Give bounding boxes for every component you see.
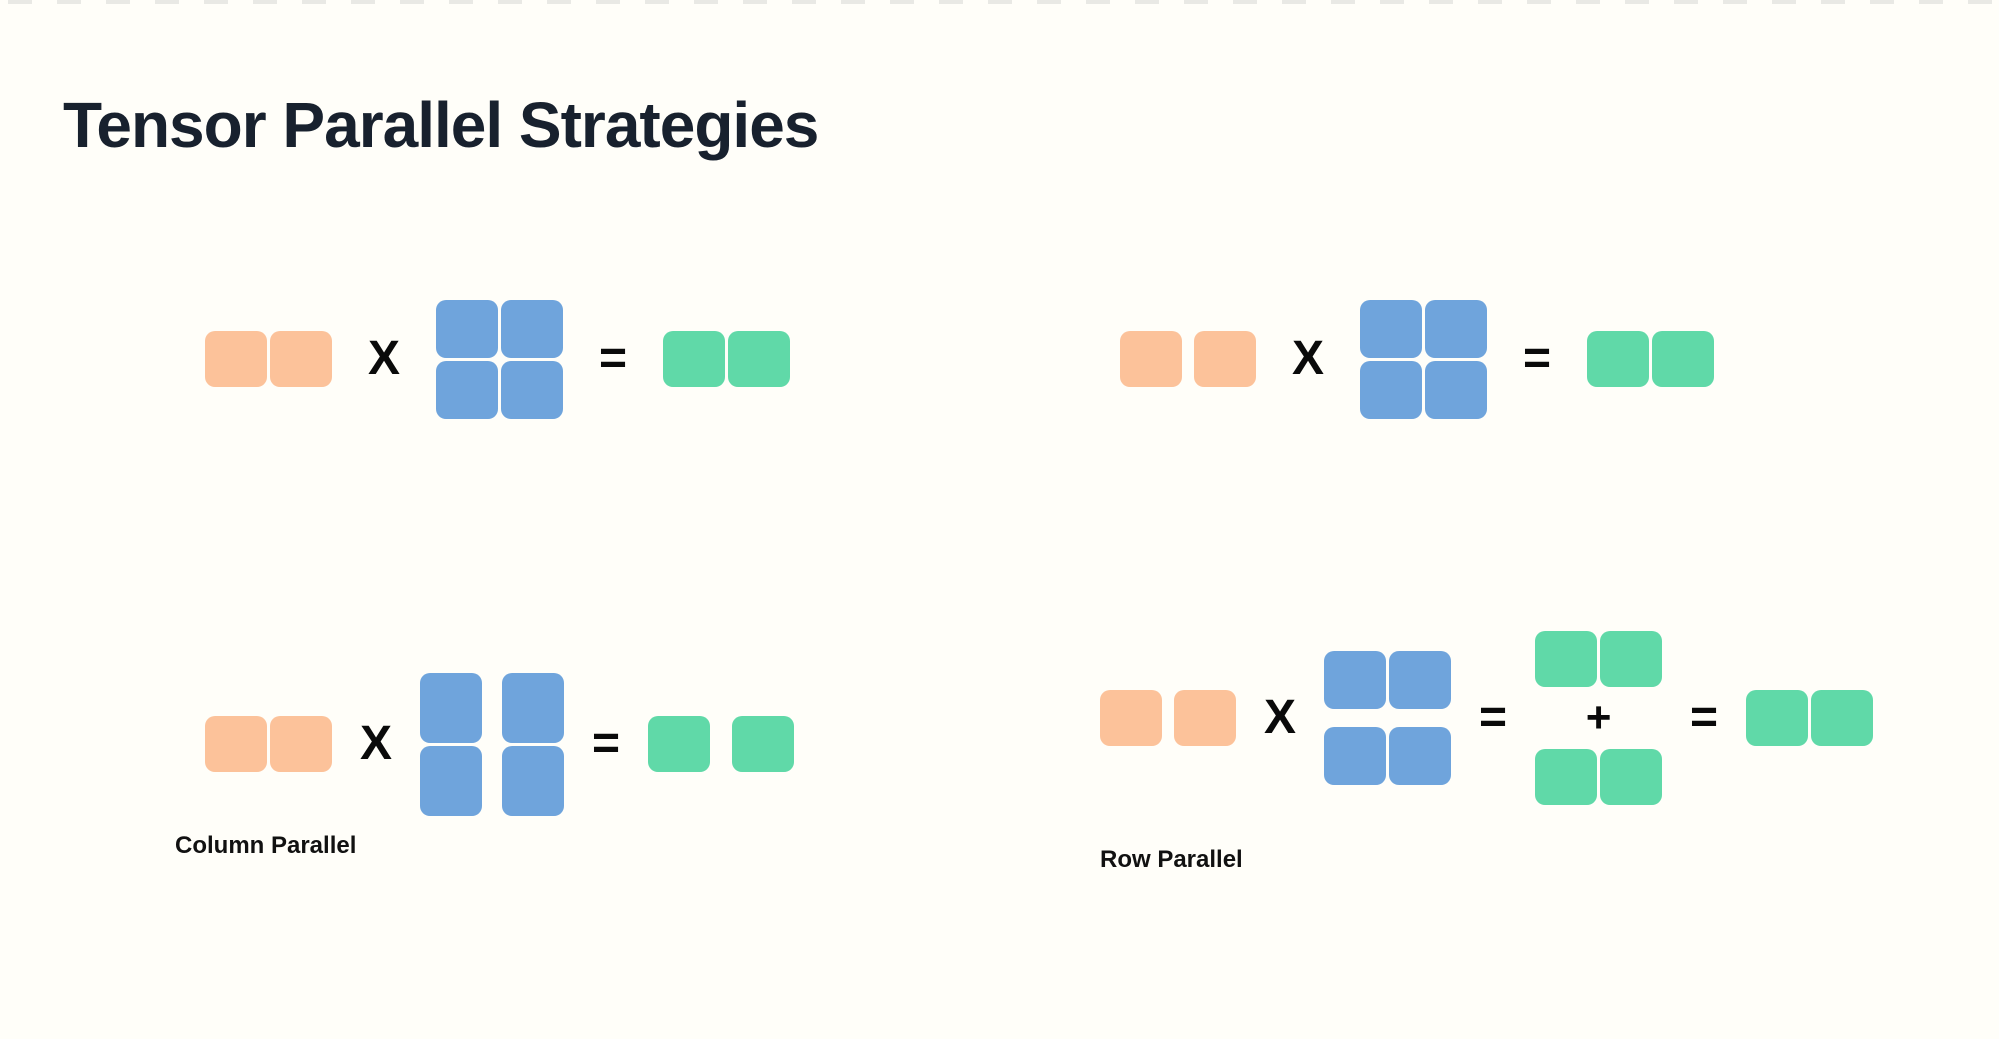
- weight-block: [1360, 360, 1423, 419]
- plus-operator: +: [1585, 693, 1612, 742]
- equals-operator: =: [1690, 691, 1719, 744]
- input-vector-split: [1120, 331, 1256, 387]
- output-block: [648, 716, 711, 772]
- column-parallel-label: Column Parallel: [175, 832, 357, 859]
- output-block: [1600, 749, 1663, 805]
- weight-block: [436, 299, 499, 358]
- output-vector: [1587, 331, 1715, 387]
- output-block: [1652, 331, 1715, 387]
- top-edge-tick-strip: [0, 0, 1999, 4]
- page-title: Tensor Parallel Strategies: [63, 88, 819, 161]
- weight-matrix-row-split: [1324, 651, 1452, 785]
- weight-matrix-row: [1324, 727, 1452, 785]
- equals-operator: =: [1523, 332, 1552, 385]
- diagram-unsplit-right: X=: [1120, 299, 1715, 419]
- weight-block: [1425, 360, 1488, 419]
- equals-operator: =: [592, 717, 621, 770]
- weight-block: [502, 672, 565, 743]
- weight-block: [1389, 651, 1452, 709]
- input-block: [270, 716, 332, 772]
- multiply-operator: X: [1264, 691, 1297, 744]
- input-block: [205, 331, 267, 387]
- diagram-unsplit-left: X=: [205, 299, 791, 419]
- multiply-operator: X: [360, 717, 393, 770]
- multiply-operator: X: [368, 332, 401, 385]
- weight-block: [1389, 727, 1452, 785]
- equals-operator: =: [599, 332, 628, 385]
- weight-block: [1360, 299, 1423, 358]
- weight-matrix-column: [420, 672, 483, 816]
- weight-block: [1425, 299, 1488, 358]
- partial-sum-stack: +: [1535, 631, 1663, 805]
- equals-operator: =: [1479, 691, 1508, 744]
- row-parallel-label: Row Parallel: [1100, 846, 1243, 873]
- output-vector: [1746, 690, 1874, 746]
- weight-matrix: [436, 299, 564, 419]
- input-vector: [205, 716, 332, 772]
- output-vector: [1535, 749, 1663, 805]
- weight-matrix: [1360, 299, 1488, 419]
- input-vector: [205, 331, 332, 387]
- input-block: [1194, 331, 1256, 387]
- multiply-operator: X: [1292, 332, 1325, 385]
- weight-block: [502, 745, 565, 816]
- weight-block: [436, 360, 499, 419]
- diagram-row-parallel: X = + =: [1100, 624, 1874, 812]
- output-vector-split: [648, 716, 795, 772]
- output-block: [663, 331, 726, 387]
- weight-block: [1324, 727, 1387, 785]
- weight-matrix-column-split: [420, 672, 565, 816]
- input-block: [270, 331, 332, 387]
- weight-block: [501, 360, 564, 419]
- input-vector-split: [1100, 690, 1236, 746]
- output-block: [1746, 690, 1809, 746]
- output-vector: [663, 331, 791, 387]
- weight-block: [420, 672, 483, 743]
- weight-block: [1324, 651, 1387, 709]
- output-block: [1535, 631, 1598, 687]
- diagram-column-parallel: X=: [205, 672, 795, 816]
- weight-matrix-row: [1324, 651, 1452, 709]
- output-block: [728, 331, 791, 387]
- weight-block: [420, 745, 483, 816]
- output-block: [1535, 749, 1598, 805]
- input-block: [205, 716, 267, 772]
- output-block: [1811, 690, 1874, 746]
- weight-block: [501, 299, 564, 358]
- weight-matrix-column: [502, 672, 565, 816]
- output-block: [1587, 331, 1650, 387]
- input-block: [1120, 331, 1182, 387]
- output-block: [1600, 631, 1663, 687]
- input-block: [1100, 690, 1162, 746]
- input-block: [1174, 690, 1236, 746]
- output-block: [732, 716, 795, 772]
- output-vector: [1535, 631, 1663, 687]
